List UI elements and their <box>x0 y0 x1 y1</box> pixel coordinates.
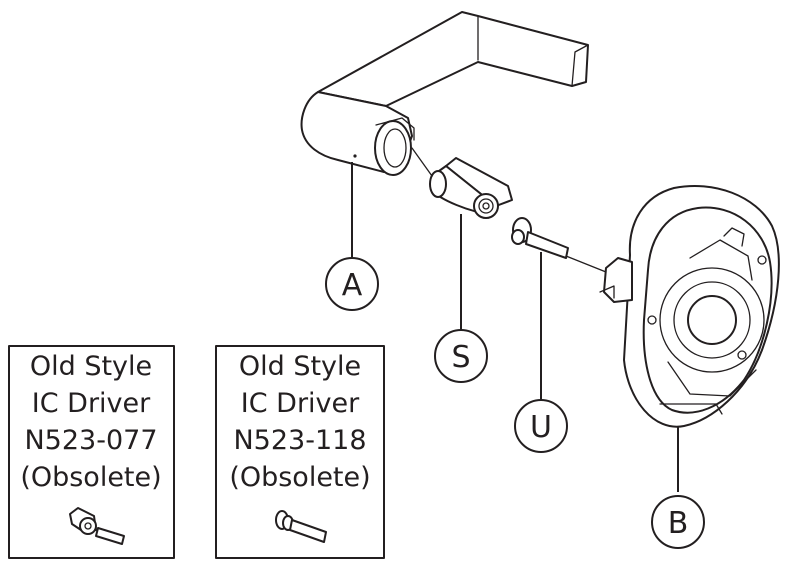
callout-u: U <box>514 399 568 453</box>
callout-b-label: B <box>668 506 689 541</box>
legacy-part-box-1: Old Style IC Driver N523-077 (Obsolete) <box>8 345 175 559</box>
legacy-part-box-2: Old Style IC Driver N523-118 (Obsolete) <box>215 345 385 559</box>
legacy-part-1-line2: IC Driver <box>32 388 151 419</box>
callout-b: B <box>651 495 705 549</box>
callout-s: S <box>434 329 488 383</box>
old-ic-driver-118-icon <box>275 510 327 543</box>
legacy-part-2-status: (Obsolete) <box>229 462 370 493</box>
legacy-part-2-line1: Old Style <box>239 351 361 382</box>
callout-a-label: A <box>342 268 363 303</box>
legacy-part-2-line2: IC Driver <box>241 388 360 419</box>
rose-assembly <box>599 184 780 428</box>
legacy-part-1-number: N523-077 <box>24 425 157 456</box>
ic-driver <box>429 157 513 219</box>
lever-handle <box>300 11 589 176</box>
old-ic-driver-077-icon <box>69 507 125 545</box>
spindle <box>511 217 569 259</box>
legacy-part-1-status: (Obsolete) <box>20 462 161 493</box>
callout-s-label: S <box>451 340 470 375</box>
legacy-part-2-number: N523-118 <box>233 425 366 456</box>
callout-a: A <box>325 257 379 311</box>
legacy-part-1-line1: Old Style <box>30 351 152 382</box>
callout-u-label: U <box>530 410 552 445</box>
